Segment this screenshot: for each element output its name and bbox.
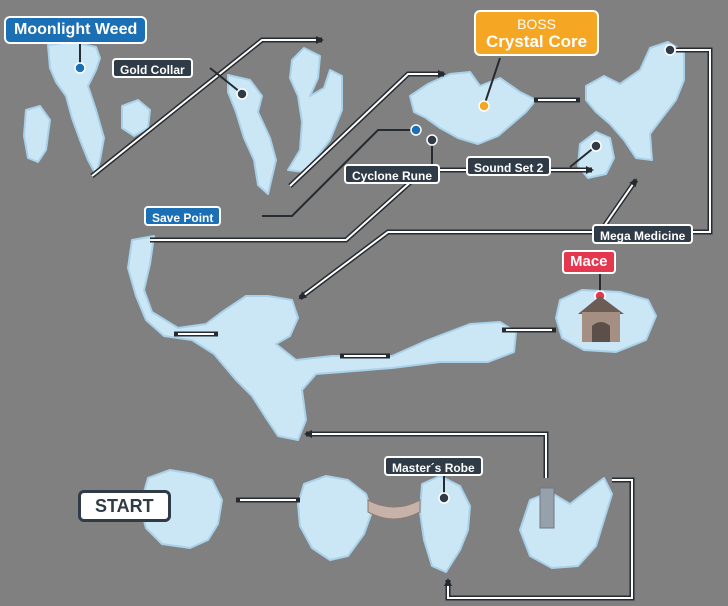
- route-connectors: [90, 36, 713, 601]
- region-small-islet-b: [23, 105, 51, 163]
- region-masters-robe-room: [419, 475, 471, 573]
- marker-label-gold-collar: Gold Collar: [112, 58, 193, 78]
- location-pin-icon: [426, 134, 438, 146]
- one-way-arrow-icon: [597, 178, 639, 234]
- one-way-arrow-icon: [444, 477, 635, 601]
- one-way-arrow-icon: [676, 47, 713, 235]
- boss-kicker: BOSS: [517, 16, 556, 32]
- shop-house-icon: [578, 296, 624, 342]
- region-gold-collar-cave: [227, 74, 277, 195]
- marker-label-masters-robe: Master´s Robe: [384, 456, 483, 476]
- marker-label-mace: Mace: [562, 250, 616, 274]
- bridge-icon: [367, 499, 421, 520]
- start-label: START: [78, 490, 171, 522]
- stairs-icon: [539, 487, 555, 529]
- two-way-connectors: [174, 97, 580, 503]
- one-way-arrow-icon: [304, 430, 549, 478]
- one-way-arrow-icon: [298, 229, 592, 300]
- location-pin-icon: [74, 62, 86, 74]
- one-way-arrow-icon: [288, 70, 446, 188]
- one-way-arrow-icon: [90, 36, 324, 178]
- region-twin-peaks: [287, 47, 343, 173]
- region-crystal-core-chamber: [409, 71, 537, 145]
- location-pins: [74, 44, 676, 504]
- boss-label: BOSS Crystal Core: [474, 10, 600, 56]
- region-west-hall: [127, 235, 517, 441]
- marker-label-mega-medicine: Mega Medicine: [592, 224, 694, 244]
- location-pin-icon: [590, 140, 602, 152]
- location-pin-icon: [410, 124, 422, 136]
- location-pin-icon: [236, 88, 248, 100]
- marker-label-cyclone-rune: Cyclone Rune: [344, 164, 441, 184]
- marker-label-save-point: Save Point: [144, 206, 222, 226]
- location-pin-icon: [664, 44, 676, 56]
- marker-label-moonlight-weed: Moonlight Weed: [4, 16, 148, 44]
- marker-label-sound-set-2: Sound Set 2: [466, 156, 552, 176]
- region-bridge-west-room: [297, 475, 373, 561]
- land-regions: [23, 41, 685, 573]
- region-east-corridor: [585, 41, 685, 161]
- region-start-room: [139, 469, 223, 549]
- region-southeast-room: [519, 477, 613, 569]
- marker-label-crystal-core: Crystal Core: [486, 32, 588, 51]
- location-pin-icon: [438, 492, 450, 504]
- location-pin-icon: [478, 100, 490, 112]
- region-moonlight-weed-island: [47, 41, 105, 176]
